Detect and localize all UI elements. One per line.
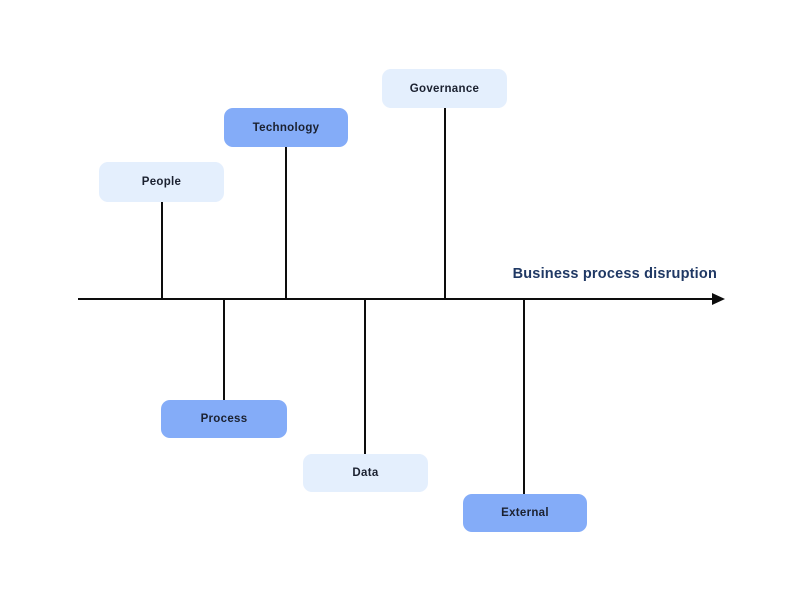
branch-stem-data: [364, 300, 366, 454]
branch-label-people: People: [141, 176, 182, 188]
branch-box-governance: Governance: [382, 69, 507, 108]
branch-stem-process: [223, 300, 225, 400]
branch-label-governance: Governance: [409, 82, 480, 95]
branch-stem-governance: [444, 108, 446, 299]
branch-label-data: Data: [352, 467, 379, 479]
branch-box-technology: Technology: [224, 108, 348, 147]
branch-box-data: Data: [303, 454, 428, 492]
branch-stem-people: [161, 202, 163, 299]
axis-arrowhead-icon: [712, 293, 725, 305]
branch-stem-external: [523, 300, 525, 494]
branch-box-people: People: [99, 162, 224, 202]
branch-label-technology: Technology: [252, 121, 320, 134]
branch-label-process: Process: [200, 413, 248, 425]
branch-label-external: External: [501, 507, 549, 519]
diagram-title: Business process disruption: [512, 266, 717, 282]
branch-stem-technology: [285, 147, 287, 299]
branch-box-external: External: [463, 494, 587, 532]
main-axis-line: [78, 298, 715, 300]
branch-box-process: Process: [161, 400, 287, 438]
